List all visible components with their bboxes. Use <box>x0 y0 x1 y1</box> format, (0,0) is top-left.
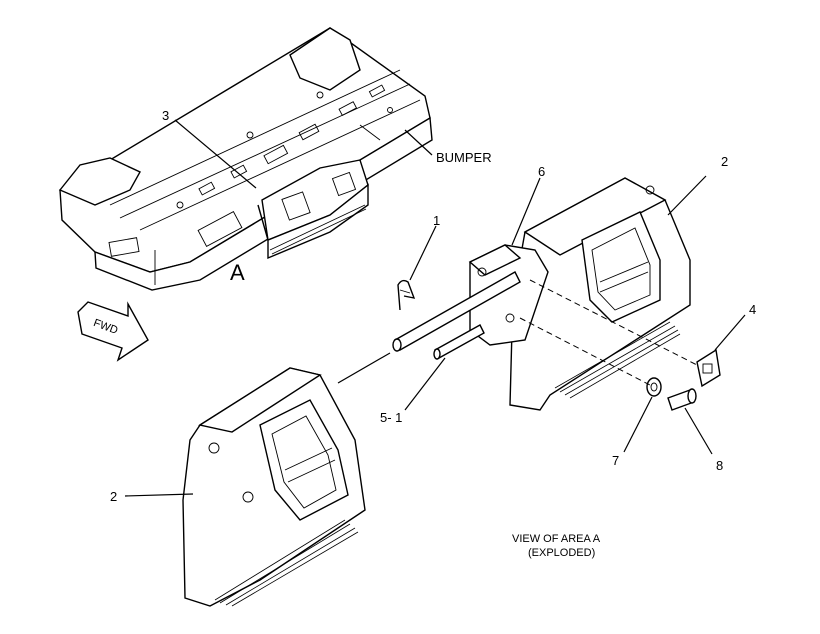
leader-bumper <box>404 129 433 156</box>
callout-7: 7 <box>612 453 619 468</box>
bolt <box>667 388 697 411</box>
view-caption-line2: (EXPLODED) <box>528 547 595 559</box>
leader-2-top <box>667 175 707 216</box>
washer <box>646 377 662 397</box>
pin <box>392 271 521 352</box>
leader-3 <box>174 119 257 189</box>
callout-2-top: 2 <box>721 154 728 169</box>
leader-1 <box>409 225 437 281</box>
callout-2-left: 2 <box>110 489 117 504</box>
leader-7 <box>623 396 653 453</box>
callout-6: 6 <box>538 164 545 179</box>
alignment-line-right <box>529 279 698 366</box>
bumper-block-right <box>509 177 691 411</box>
callout-8: 8 <box>716 458 723 473</box>
short-pin <box>433 324 485 360</box>
view-caption-line1: VIEW OF AREA A <box>512 533 601 545</box>
callout-3: 3 <box>162 108 169 123</box>
leader-6 <box>511 177 541 246</box>
forward-direction-arrow <box>77 301 149 362</box>
bumper-block-left <box>182 367 366 607</box>
alignment-line-bolt <box>519 317 651 386</box>
leader-5-1 <box>404 357 446 411</box>
callout-5-1: 5- 1 <box>380 410 402 425</box>
bumper-label: BUMPER <box>436 150 492 165</box>
callout-1: 1 <box>433 213 440 228</box>
area-a-label: A <box>230 260 245 285</box>
callout-4: 4 <box>749 302 756 317</box>
leader-8 <box>684 407 713 455</box>
bumper-frame <box>58 27 433 291</box>
retainer-plate <box>696 348 721 388</box>
leader-2-left <box>124 493 194 497</box>
hairpin-clip <box>397 279 416 311</box>
alignment-line-left <box>337 352 391 384</box>
leader-4 <box>714 314 746 351</box>
